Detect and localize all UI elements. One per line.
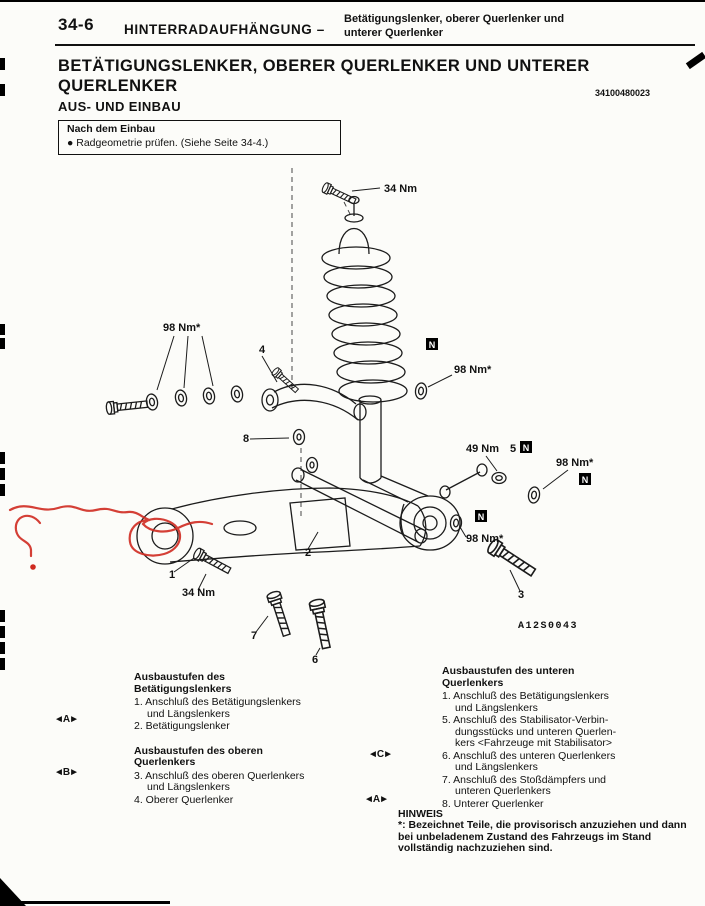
coil-spring [321,246,408,403]
n-marker: N [523,443,530,453]
legend-group-title: Ausbaustufen des Betätigungslenkers [134,671,232,695]
strut-body [358,395,429,503]
bolt-6 [308,597,335,651]
figure-code: A12S0043 [518,621,578,632]
legend-item: 4. Oberer Querlenker [134,793,234,806]
torque-label-98-far-right: 98 Nm* [556,457,594,469]
part-number-8: 8 [243,433,249,445]
bushings-part8 [292,428,319,474]
scan-artifact-edge-mark [0,468,5,480]
stage-marker-c: ◄C► [368,749,393,760]
stabilizer-link [439,463,488,499]
legend-item: 3. Anschluß des oberen Querlenkers und L… [134,769,305,793]
suspension-exploded-diagram: N N N N 34 Nm 98 Nm* 98 Nm* 49 Nm 98 Nm*… [8,168,594,666]
doc-code: 34100480023 [595,88,651,98]
scan-artifact-edge-mark [0,658,5,670]
scan-artifact-edge-mark [0,642,5,654]
strut-top-mount [338,195,370,255]
legend-left-column: Ausbaustufen des Betätigungslenkers 1. A… [134,671,339,807]
knuckle-hub [399,495,461,551]
scan-artifact-edge-mark [0,58,5,70]
legend-item: 8. Unterer Querlenker [442,797,544,810]
note-box-item: ● Radgeometrie prüfen. (Siehe Seite 34-4… [67,136,269,149]
torque-label-49: 49 Nm [466,443,499,455]
part-number-3: 3 [518,589,524,601]
main-title: BETÄTIGUNGSLENKER, OBERER QUERLENKER UND… [58,57,590,95]
scan-artifact-edge-mark [0,84,5,96]
stage-marker-a2: ◄A► [364,794,389,805]
legend-right-column: Ausbaustufen des unteren Querlenkers 1. … [442,665,676,811]
header-rule [55,44,695,47]
part-number-4: 4 [259,344,266,356]
after-install-box: Nach dem Einbau ● Radgeometrie prüfen. (… [58,120,341,155]
upper-arm-bolt [270,366,301,395]
torque-label-98-upper-right: 98 Nm* [454,364,492,376]
part-number-6: 6 [312,654,318,666]
torque-label-34-top: 34 Nm [384,183,417,195]
legend-item: 5. Anschluß des Stabilisator-Verbin- dun… [442,714,617,749]
scan-artifact-top-line [0,0,705,2]
part-number-1: 1 [169,569,175,581]
part-number-7: 7 [251,630,257,642]
actuation-rod [291,467,428,544]
leader-lines [156,187,569,656]
scan-artifact-edge-mark [0,452,5,464]
upper-right-washer [414,381,428,401]
hinweis-text: *: Bezeichnet Teile, die provisorisch an… [398,819,687,854]
scan-artifact-edge-mark [0,610,5,622]
link-nut [491,471,507,485]
header-topic: Betätigungslenker, oberer Querlenker und… [344,13,565,39]
legend-group-title: Ausbaustufen des oberen Querlenkers [134,744,263,768]
construction-lines [291,168,352,516]
stage-marker-b: ◄B► [54,767,79,778]
scan-artifact-corner-mark [685,51,705,70]
subtitle: AUS- UND EINBAU [58,99,181,114]
legend-item: 1. Anschluß des Betätigungslenkers und L… [442,690,609,714]
bolt-1 [191,546,233,577]
note-box-title: Nach dem Einbau [67,123,156,135]
legend-item: 2. Betätigungslenker [134,720,230,732]
torque-label-98-left: 98 Nm* [163,322,201,334]
scan-artifact-bottom-line [0,901,170,904]
part-number-2: 2 [305,547,311,559]
scan-artifact-edge-mark [0,484,5,496]
legend-item: 6. Anschluß des unteren Querlenkers und … [442,749,616,773]
legend-item: 1. Anschluß des Betätigungslenkers und L… [134,696,301,720]
n-marker: N [582,475,589,485]
red-pen-annotation [8,505,214,570]
scan-artifact-edge-mark [0,338,5,349]
stage-marker-a: ◄A► [54,714,79,725]
bolt-7 [265,589,294,638]
right-washer [526,485,542,505]
upper-control-arm [261,383,367,421]
n-marker: N [478,512,485,522]
left-fastener-cluster [105,384,245,416]
section-title: HINTERRADAUFHÄNGUNG – [124,22,325,37]
n-marker: N [429,340,436,350]
torque-label-34-bottom: 34 Nm [182,587,215,599]
scan-artifact-edge-mark [0,626,5,638]
legend-group-title: Ausbaustufen des unteren Querlenkers [442,665,575,689]
page-number: 34-6 [58,15,95,34]
part-number-5: 5 [510,443,516,455]
torque-label-98-knuckle: 98 Nm* [466,533,504,545]
n-markers: N N N N [426,338,591,522]
scan-artifact-edge-mark [0,324,5,335]
legend-item: 7. Anschluß des Stoßdämpfers und unteren… [442,773,607,797]
hinweis-title: HINWEIS [398,808,443,820]
